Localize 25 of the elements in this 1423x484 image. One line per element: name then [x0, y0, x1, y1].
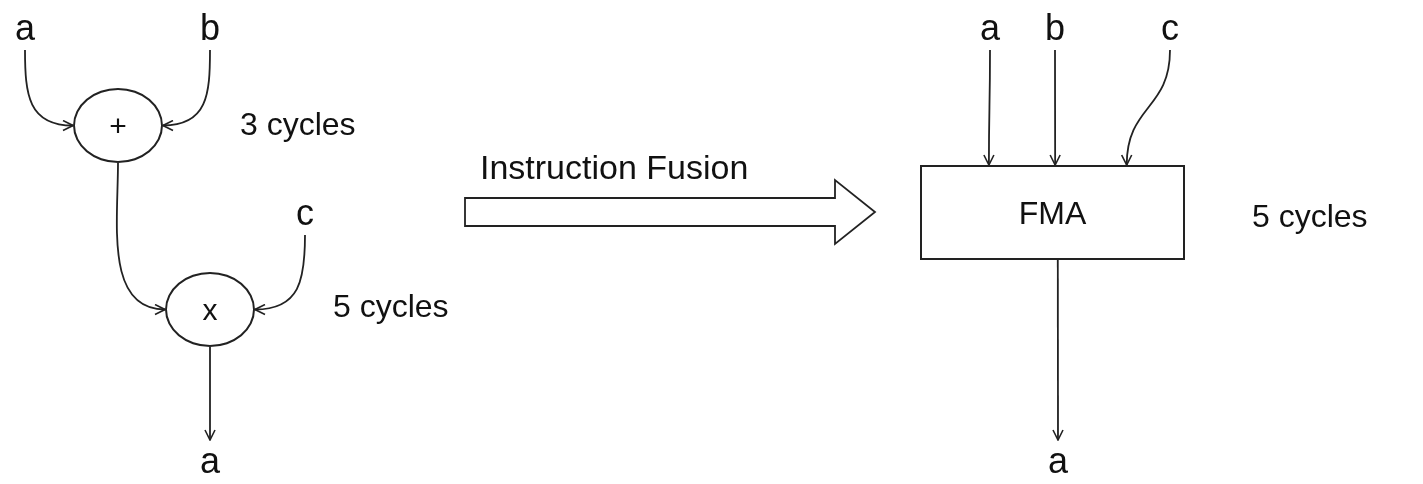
operator-label: x	[202, 294, 218, 325]
variable-label: a	[980, 9, 1000, 46]
arrow	[162, 49, 211, 131]
variable-label: c	[1161, 9, 1179, 46]
arrow	[204, 346, 216, 441]
arrow	[983, 49, 995, 166]
variable-label: c	[296, 194, 314, 231]
arrow	[254, 234, 306, 315]
arrow	[24, 49, 74, 131]
operation-box	[920, 165, 1185, 260]
cycle-count-label: 3 cycles	[240, 108, 356, 140]
arrow	[1121, 49, 1171, 166]
operator-label: FMA	[1018, 196, 1087, 229]
arrow	[115, 162, 166, 314]
operator-label: +	[109, 110, 127, 141]
variable-label: a	[15, 9, 35, 46]
variable-label: a	[1048, 443, 1068, 479]
variable-label: b	[200, 9, 220, 46]
arrow	[1049, 49, 1061, 166]
arrow-caption: Instruction Fusion	[480, 150, 749, 184]
variable-label: b	[1045, 9, 1065, 46]
cycle-count-label: 5 cycles	[333, 290, 449, 322]
variable-label: a	[200, 443, 220, 479]
arrow	[1052, 259, 1064, 441]
cycle-count-label: 5 cycles	[1252, 200, 1368, 232]
